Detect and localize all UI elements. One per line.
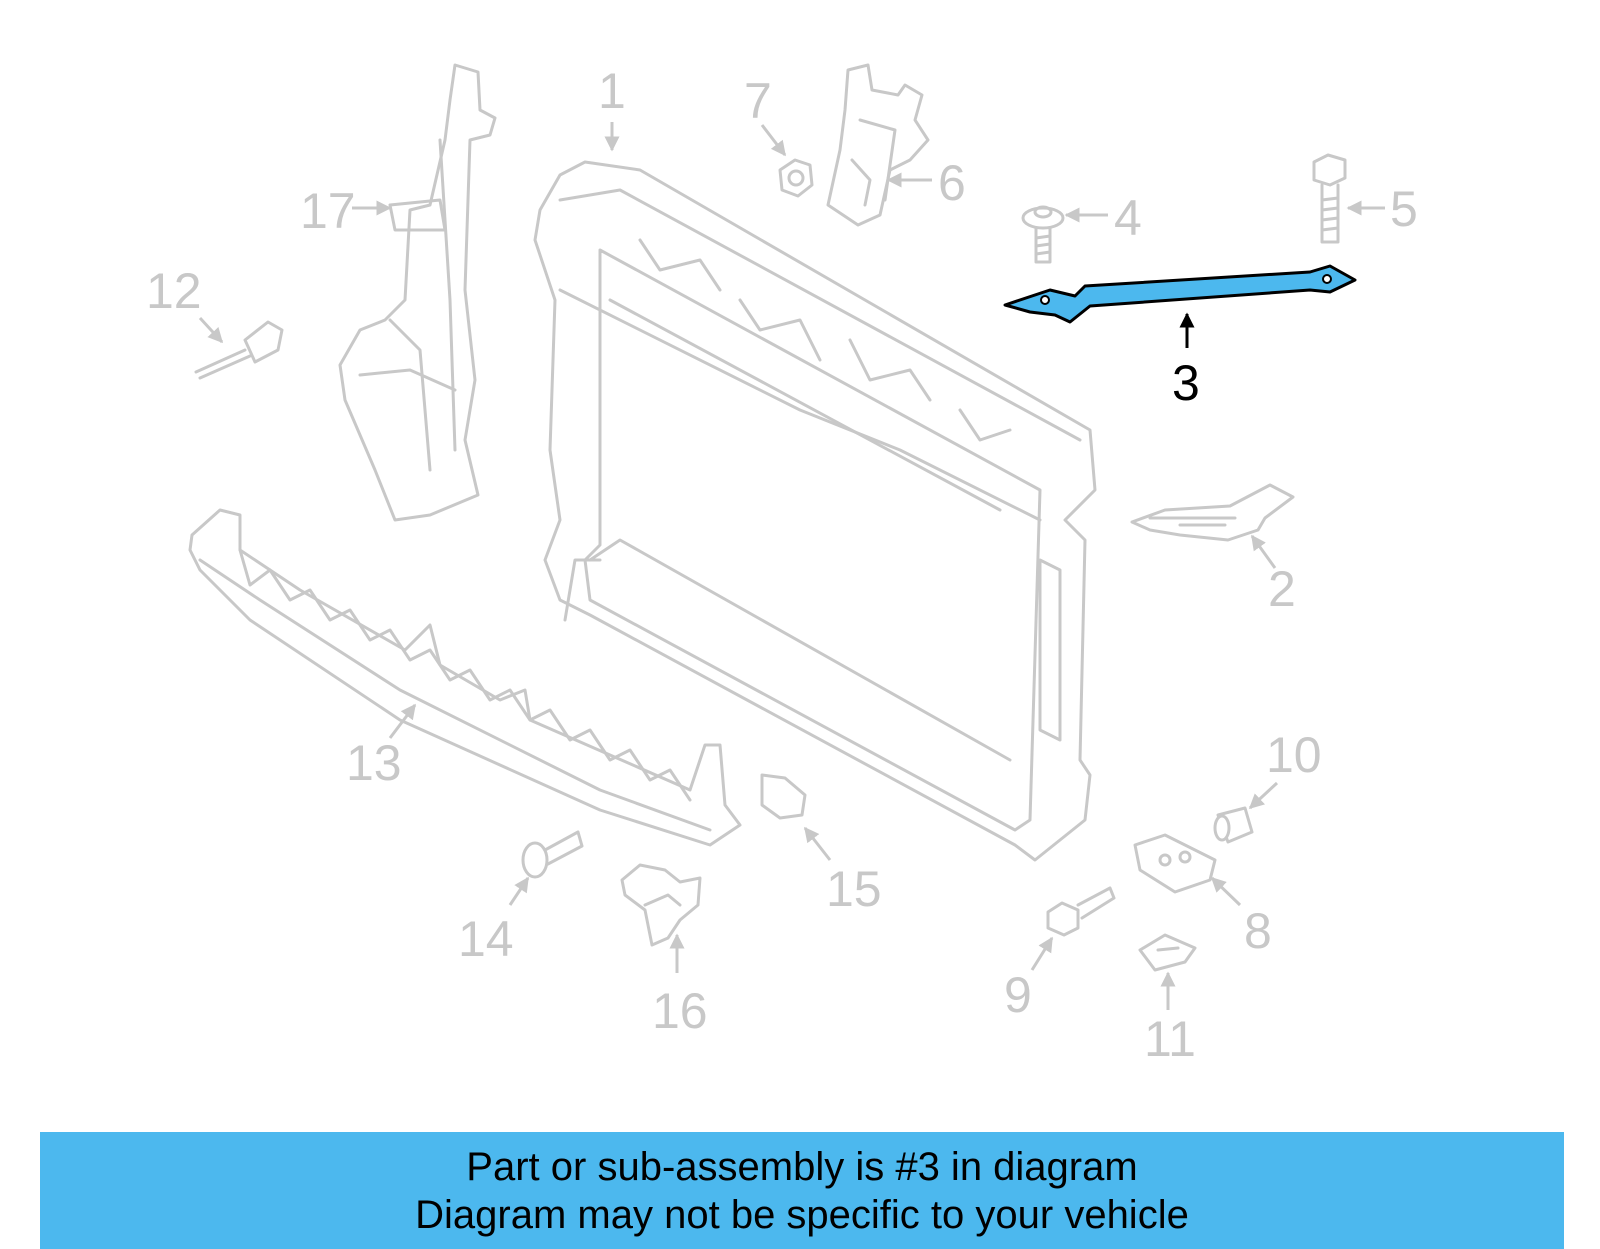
callout-13: 13 xyxy=(346,735,402,791)
part-16-bracket[interactable] xyxy=(620,863,702,947)
callout-3: 3 xyxy=(1172,355,1200,411)
callout-16: 16 xyxy=(652,983,708,1039)
banner-line-1: Part or sub-assembly is #3 in diagram xyxy=(466,1144,1138,1189)
part-2-bracket[interactable] xyxy=(1130,483,1295,542)
part-8-plate[interactable] xyxy=(1133,833,1217,894)
callout-11: 11 xyxy=(1144,1011,1196,1067)
callout-5: 5 xyxy=(1390,181,1418,237)
callout-1: 1 xyxy=(598,63,626,119)
callout-4: 4 xyxy=(1114,190,1142,246)
part-15-clip[interactable] xyxy=(760,773,807,820)
part-3-brace-highlighted[interactable] xyxy=(1003,264,1357,324)
callout-17: 17 xyxy=(300,183,356,239)
part-17-air-guide[interactable] xyxy=(338,63,497,522)
part-10-insert[interactable] xyxy=(1213,806,1254,844)
banner-line-2: Diagram may not be specific to your vehi… xyxy=(415,1192,1189,1237)
banner-background xyxy=(40,1132,1564,1249)
callout-14: 14 xyxy=(458,911,514,967)
callout-2: 2 xyxy=(1268,561,1296,617)
part-14-bolt[interactable] xyxy=(521,830,584,879)
callout-10: 10 xyxy=(1266,727,1322,783)
part-4-bolt[interactable] xyxy=(1021,205,1065,264)
callout-9: 9 xyxy=(1004,967,1032,1023)
part-5-bolt[interactable] xyxy=(1312,153,1347,244)
part-13-lower-bar[interactable] xyxy=(188,508,742,847)
callout-12: 12 xyxy=(146,263,202,319)
callout-15: 15 xyxy=(826,861,882,917)
part-12-push-pin[interactable] xyxy=(194,320,284,380)
part-11-clip[interactable] xyxy=(1138,933,1197,972)
callout-7: 7 xyxy=(744,73,772,129)
part-1-radiator-support[interactable] xyxy=(533,160,1097,862)
part-7-nut[interactable] xyxy=(778,158,814,198)
callout-8: 8 xyxy=(1244,903,1272,959)
info-banner: Part or sub-assembly is #3 in diagram Di… xyxy=(40,1132,1564,1249)
part-6-bracket[interactable] xyxy=(826,63,930,227)
part-9-bolt[interactable] xyxy=(1046,886,1116,937)
callout-6: 6 xyxy=(938,155,966,211)
